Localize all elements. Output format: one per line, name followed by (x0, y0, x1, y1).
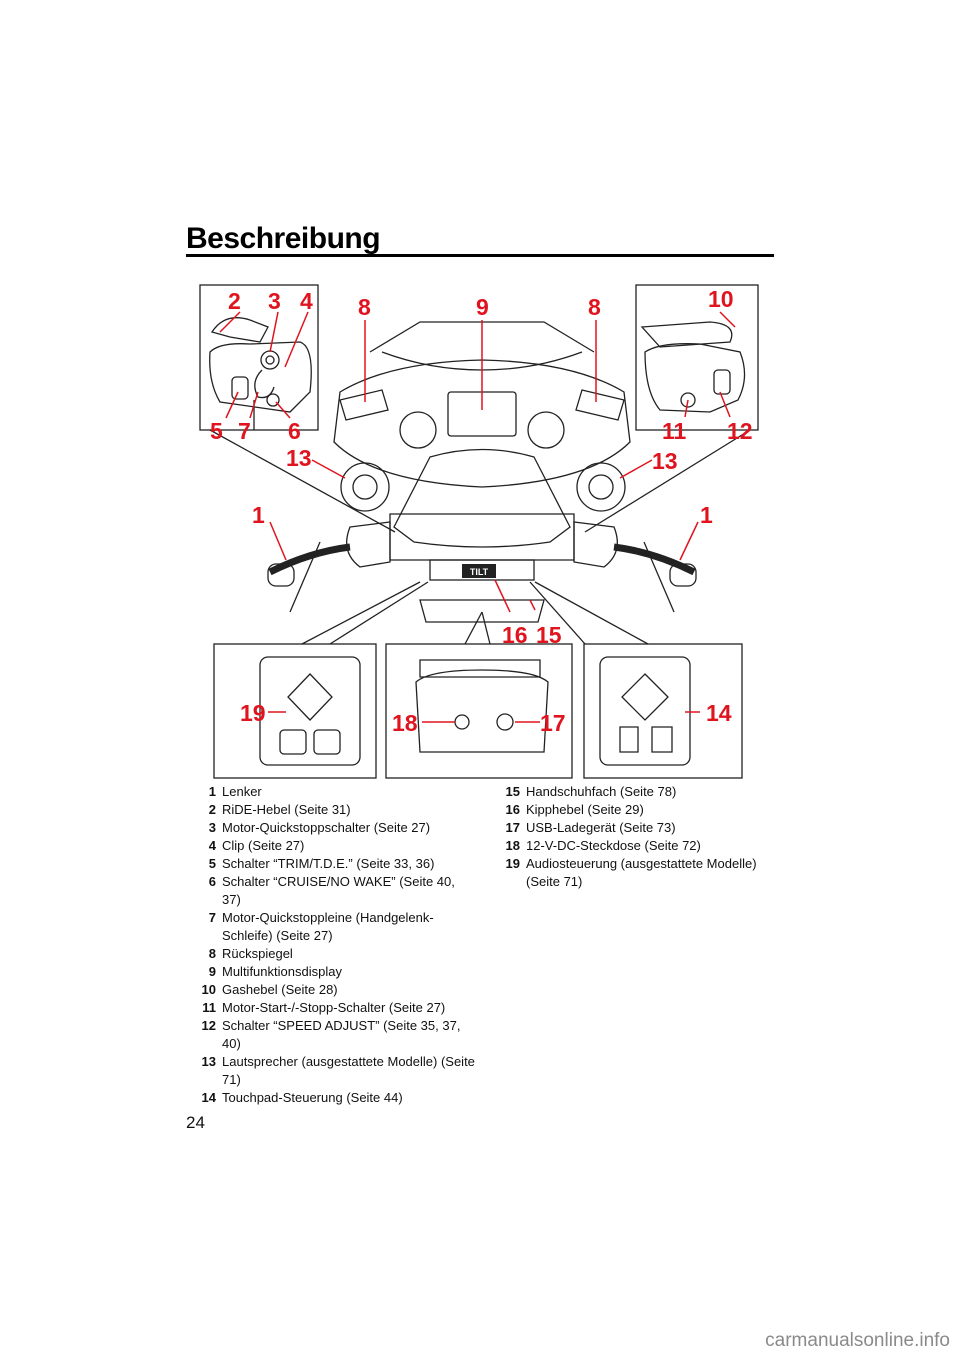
legend-num: 2 (208, 802, 216, 817)
legend-num: 18 (505, 838, 520, 853)
callout-8-right: 8 (588, 294, 601, 320)
legend-item: 12 Schalter “SPEED ADJUST” (Seite 35, 37,… (186, 1017, 476, 1053)
legend-num: 13 (201, 1054, 216, 1069)
tilt-label-box (462, 564, 496, 578)
legend-num: 7 (208, 910, 216, 925)
legend-text: Rückspiegel (222, 946, 293, 961)
legend-item: 5 Schalter “TRIM/T.D.E.” (Seite 33, 36) (186, 855, 476, 873)
legend-item: 8 Rückspiegel (186, 945, 476, 963)
callout-11: 11 (662, 418, 687, 444)
legend-text: Schalter “CRUISE/NO WAKE” (Seite 40, 37) (222, 874, 455, 907)
legend-num: 17 (505, 820, 520, 835)
legend-text: Gashebel (Seite 28) (222, 982, 338, 997)
inset-right-handle (635, 284, 759, 431)
watermark: carmanualsonline.info (765, 1330, 950, 1351)
callout-17: 17 (540, 710, 566, 736)
legend-item: 3 Motor-Quickstoppschalter (Seite 27) (186, 819, 476, 837)
legend-num: 11 (202, 1000, 216, 1015)
legend-text: Lenker (222, 784, 262, 799)
callout-7: 7 (238, 418, 251, 444)
callout-19: 19 (240, 700, 266, 726)
callout-12: 12 (727, 418, 753, 444)
legend-num: 12 (201, 1018, 216, 1033)
legend-num: 14 (201, 1090, 216, 1105)
callout-15: 15 (536, 622, 562, 648)
legend-num: 4 (208, 838, 216, 853)
tilt-label: TILT (470, 567, 489, 577)
legend-text: Handschuhfach (Seite 78) (526, 784, 677, 799)
inset-left-handle (199, 284, 319, 431)
legend-text: Schalter “SPEED ADJUST” (Seite 35, 37, 4… (222, 1018, 461, 1051)
callout-18: 18 (392, 710, 418, 736)
legend-num: 3 (208, 820, 216, 835)
legend-text: Touchpad-Steuerung (Seite 44) (222, 1090, 403, 1105)
page-number: 24 (186, 1113, 205, 1132)
callout-8-left: 8 (358, 294, 371, 320)
legend-item: 7 Motor-Quickstoppleine (Handgelenk-Schle… (186, 909, 476, 945)
legend-num: 15 (505, 784, 520, 799)
legend-item: 17 USB-Ladegerät (Seite 73) (490, 819, 780, 837)
legend-text: Motor-Start-/-Stopp-Schalter (Seite 27) (222, 1000, 446, 1015)
inset-glovebox (385, 643, 573, 779)
legend-num: 10 (201, 982, 216, 997)
title-rule (186, 254, 774, 257)
legend-text: Motor-Quickstoppleine (Handgelenk-Schlei… (222, 910, 434, 943)
callout-13-right: 13 (652, 448, 678, 474)
callout-4: 4 (300, 288, 313, 314)
legend-item: 2 RiDE-Hebel (Seite 31) (186, 801, 476, 819)
callout-14: 14 (706, 700, 732, 726)
legend-num: 16 (505, 802, 520, 817)
callout-13-left: 13 (286, 445, 312, 471)
legend-num: 5 (208, 856, 216, 871)
inset-audio (213, 643, 377, 779)
legend-item: 4 Clip (Seite 27) (186, 837, 476, 855)
legend-text: Clip (Seite 27) (222, 838, 305, 853)
callout-6: 6 (288, 418, 301, 444)
callout-5: 5 (210, 418, 223, 444)
legend-text: 12-V-DC-Steckdose (Seite 72) (526, 838, 701, 853)
legend-num: 1 (208, 784, 216, 799)
legend-right: 15 Handschuhfach (Seite 78) 16 Kipphebel (… (490, 783, 780, 891)
legend-text: Motor-Quickstoppschalter (Seite 27) (222, 820, 431, 835)
legend-item: 16 Kipphebel (Seite 29) (490, 801, 780, 819)
callout-10: 10 (708, 286, 734, 312)
legend-num: 6 (208, 874, 216, 889)
legend-text: RiDE-Hebel (Seite 31) (222, 802, 351, 817)
callout-2: 2 (228, 288, 241, 314)
legend-text: Audiosteuerung (ausgestattete Modelle) (… (526, 856, 757, 889)
callout-1-right: 1 (700, 502, 713, 528)
legend-item: 11 Motor-Start-/-Stopp-Schalter (Seite 27… (186, 999, 476, 1017)
legend-item: 9 Multifunktionsdisplay (186, 963, 476, 981)
handlebar-diagram: TILT 2 3 4 8 9 (190, 282, 774, 782)
legend-item: 1 Lenker (186, 783, 476, 801)
legend-num: 8 (208, 946, 216, 961)
inset-touchpad (583, 643, 743, 779)
diagram-drawing: TILT (199, 284, 759, 779)
legend-item: 14 Touchpad-Steuerung (Seite 44) (186, 1089, 476, 1107)
legend-text: Schalter “TRIM/T.D.E.” (Seite 33, 36) (222, 856, 435, 871)
callout-1-left: 1 (252, 502, 265, 528)
legend-item: 10 Gashebel (Seite 28) (186, 981, 476, 999)
page-title: Beschreibung (186, 222, 381, 255)
legend-num: 19 (505, 856, 520, 871)
callout-3: 3 (268, 288, 281, 314)
legend-item: 19 Audiosteuerung (ausgestattete Modelle)… (490, 855, 780, 891)
legend-item: 15 Handschuhfach (Seite 78) (490, 783, 780, 801)
legend-item: 18 12-V-DC-Steckdose (Seite 72) (490, 837, 780, 855)
legend-item: 13 Lautsprecher (ausgestattete Modelle) (… (186, 1053, 476, 1089)
legend-text: Lautsprecher (ausgestattete Modelle) (Se… (222, 1054, 475, 1087)
callout-9: 9 (476, 294, 489, 320)
legend-text: USB-Ladegerät (Seite 73) (526, 820, 676, 835)
legend-text: Kipphebel (Seite 29) (526, 802, 644, 817)
callout-16: 16 (502, 622, 528, 648)
legend-item: 6 Schalter “CRUISE/NO WAKE” (Seite 40, 37… (186, 873, 476, 909)
legend-text: Multifunktionsdisplay (222, 964, 342, 979)
legend-num: 9 (208, 964, 216, 979)
